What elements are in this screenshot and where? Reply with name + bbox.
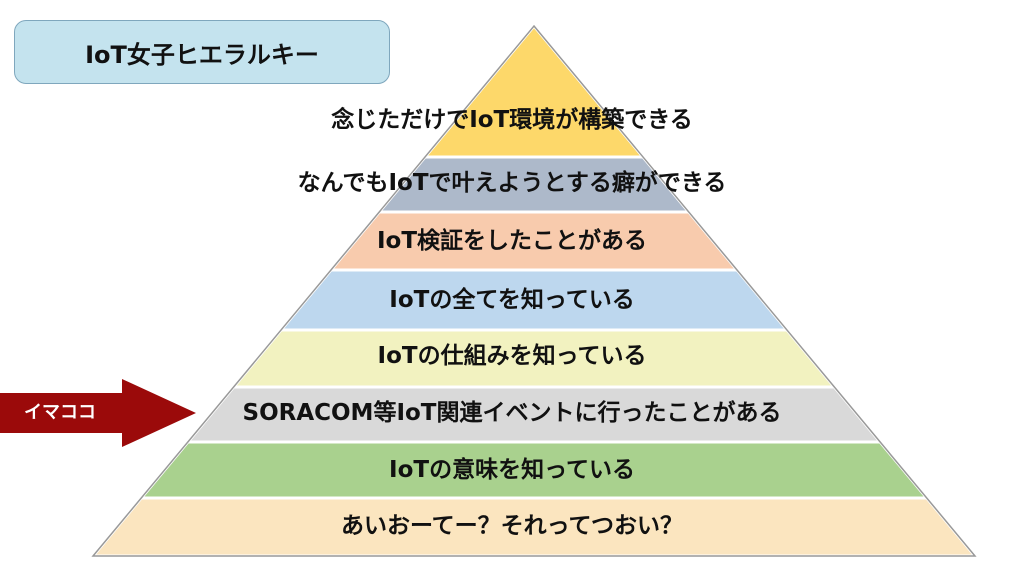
level-label-2: IoTの意味を知っている: [389, 457, 635, 483]
diagram-title: IoT女子ヒエラルキー: [14, 20, 390, 84]
level-label-1: あいおーてー？それってつおい？: [340, 513, 683, 539]
level-label-7: なんでもIoTで叶えようとする癖ができる: [297, 170, 727, 196]
level-label-8: 念じただけでIoT環境が構築できる: [331, 107, 693, 133]
current-position-label: イマココ: [24, 402, 96, 423]
pyramid-outline: [91, 24, 977, 557]
level-label-5: IoTの全てを知っている: [389, 287, 635, 313]
level-label-4: IoTの仕組みを知っている: [377, 343, 647, 369]
level-label-6: IoT検証をしたことがある: [376, 228, 648, 254]
current-position-arrow: [0, 379, 196, 447]
level-label-3: SORACOM等IoT関連イベントに行ったことがある: [242, 400, 782, 426]
